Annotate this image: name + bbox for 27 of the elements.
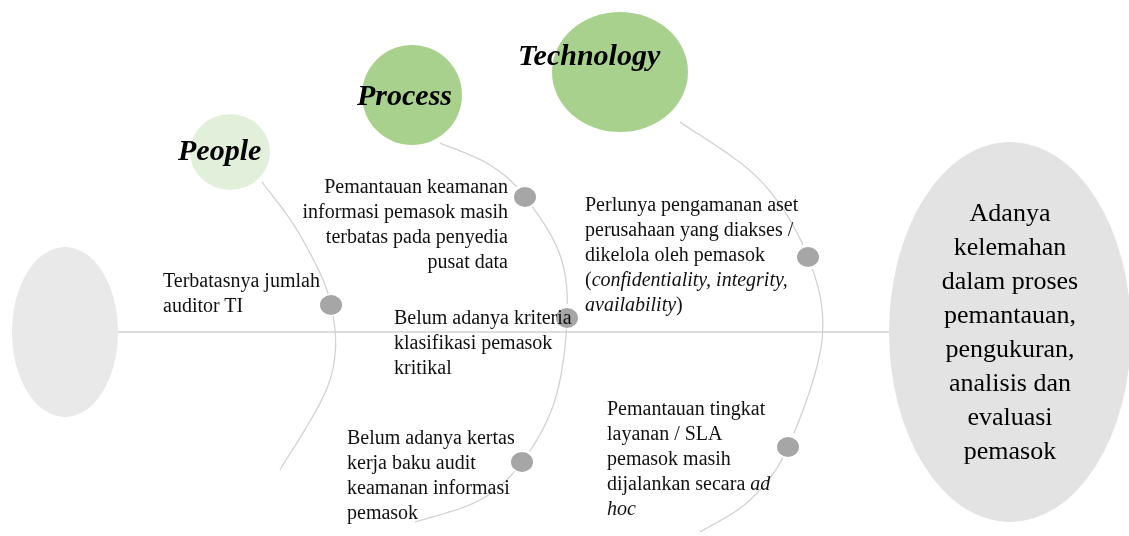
- category-label: Technology: [518, 38, 661, 72]
- category-label: People: [178, 133, 262, 167]
- cause-text: Perlunya pengamanan aset perusahaan yang diakses / dikelola oleh pemasok (confidentiality, integrity, availability): [585, 192, 800, 317]
- category-label: Process: [357, 78, 452, 112]
- cause-text: Belum adanya kertas kerja baku audit keamanan informasi pemasok: [347, 425, 516, 525]
- oval: [12, 247, 118, 417]
- bone-line: [699, 457, 784, 533]
- category-oval: [518, 12, 688, 132]
- spine-line: [117, 331, 890, 333]
- cause-dot: [777, 437, 799, 457]
- bone-line: [528, 328, 568, 453]
- cause-dot: [511, 452, 533, 472]
- cause-dot: [320, 295, 342, 315]
- bone-line: [793, 268, 824, 435]
- category-oval: [178, 114, 270, 190]
- bone-line: [679, 121, 804, 246]
- bone-line: [439, 142, 518, 188]
- bone-line: [531, 206, 568, 305]
- cause-text: Belum adanya kriteria klasifikasi pemasok kritikal: [394, 305, 572, 380]
- effect-text: Adanya kelemahan dalam proses pemantauan, pengukuran, analisis dan evaluasi pemasok: [940, 197, 1080, 467]
- bone-line: [414, 470, 516, 523]
- bone-line: [261, 181, 329, 295]
- bone-line: [279, 315, 337, 471]
- cause-text: Pemantauan tingkat layanan / SLA pemasok masih dijalankan secara ad hoc: [607, 396, 772, 521]
- cause-dot: [797, 247, 819, 267]
- category-oval: [357, 45, 462, 145]
- cause-dot: [514, 187, 536, 207]
